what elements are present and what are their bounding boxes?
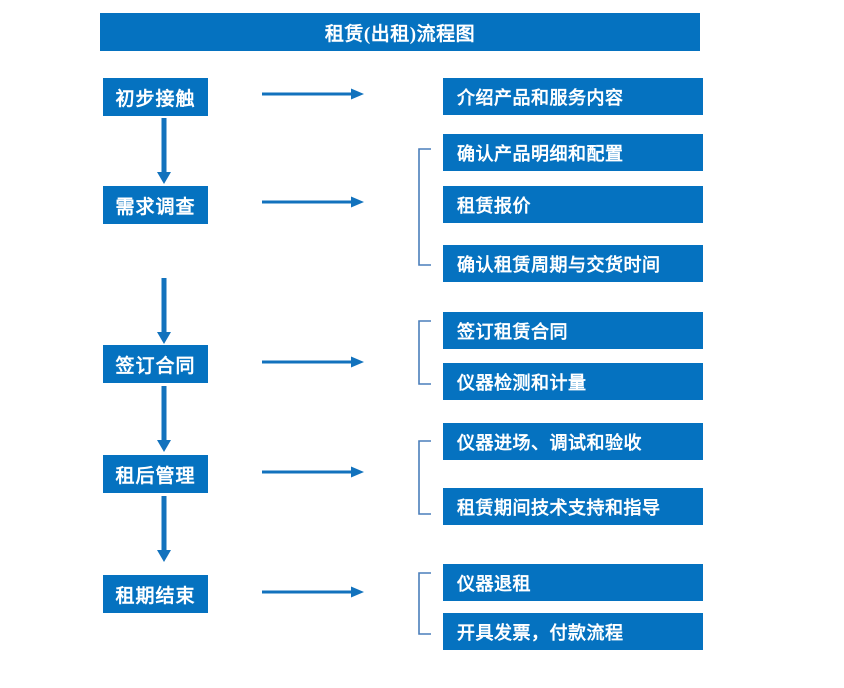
arrow-to-details-3 bbox=[262, 355, 364, 369]
page-title: 租赁(出租)流程图 bbox=[100, 13, 700, 51]
group-bracket-2 bbox=[417, 148, 431, 266]
stage-label-3: 签订合同 bbox=[115, 355, 196, 377]
flow-arrow-2-to-3 bbox=[152, 278, 176, 344]
stage-label-1: 初步接触 bbox=[115, 88, 196, 110]
detail-box-5-2[interactable]: 开具发票，付款流程 bbox=[443, 613, 703, 650]
stage-label-2: 需求调查 bbox=[115, 196, 196, 218]
arrow-to-details-4 bbox=[262, 465, 364, 479]
group-bracket-4 bbox=[417, 440, 431, 515]
detail-box-3-1[interactable]: 签订租赁合同 bbox=[443, 312, 703, 349]
detail-box-4-2[interactable]: 租赁期间技术支持和指导 bbox=[443, 488, 703, 525]
stage-box-2[interactable]: 需求调查 bbox=[103, 186, 208, 224]
detail-box-2-2[interactable]: 租赁报价 bbox=[443, 186, 703, 223]
detail-box-2-1[interactable]: 确认产品明细和配置 bbox=[443, 134, 703, 171]
stage-label-5: 租期结束 bbox=[115, 585, 196, 607]
detail-label-3-1: 签订租赁合同 bbox=[457, 321, 568, 342]
stage-box-3[interactable]: 签订合同 bbox=[103, 345, 208, 383]
detail-label-3-2: 仪器检测和计量 bbox=[457, 372, 587, 393]
flow-arrow-1-to-2 bbox=[152, 118, 176, 184]
detail-label-5-2: 开具发票，付款流程 bbox=[457, 622, 624, 643]
stage-box-5[interactable]: 租期结束 bbox=[103, 575, 208, 613]
flow-arrow-4-to-5 bbox=[152, 496, 176, 562]
detail-box-4-1[interactable]: 仪器进场、调试和验收 bbox=[443, 423, 703, 460]
detail-label-5-1: 仪器退租 bbox=[457, 573, 531, 594]
detail-label-4-2: 租赁期间技术支持和指导 bbox=[457, 497, 661, 518]
stage-box-1[interactable]: 初步接触 bbox=[103, 78, 208, 116]
detail-box-2-3[interactable]: 确认租赁周期与交货时间 bbox=[443, 245, 703, 282]
arrow-to-details-2 bbox=[262, 195, 364, 209]
detail-box-5-1[interactable]: 仪器退租 bbox=[443, 564, 703, 601]
stage-box-4[interactable]: 租后管理 bbox=[103, 455, 208, 493]
detail-label-4-1: 仪器进场、调试和验收 bbox=[457, 432, 642, 453]
detail-label-2-3: 确认租赁周期与交货时间 bbox=[457, 254, 661, 275]
detail-box-1-1[interactable]: 介绍产品和服务内容 bbox=[443, 78, 703, 115]
flow-arrow-3-to-4 bbox=[152, 386, 176, 452]
arrow-to-details-1 bbox=[262, 87, 364, 101]
stage-label-4: 租后管理 bbox=[115, 465, 196, 487]
detail-label-2-2: 租赁报价 bbox=[457, 195, 531, 216]
detail-box-3-2[interactable]: 仪器检测和计量 bbox=[443, 363, 703, 400]
arrow-to-details-5 bbox=[262, 585, 364, 599]
group-bracket-3 bbox=[417, 320, 431, 385]
detail-label-2-1: 确认产品明细和配置 bbox=[457, 143, 624, 164]
group-bracket-5 bbox=[417, 572, 431, 635]
detail-label-1-1: 介绍产品和服务内容 bbox=[457, 87, 624, 108]
